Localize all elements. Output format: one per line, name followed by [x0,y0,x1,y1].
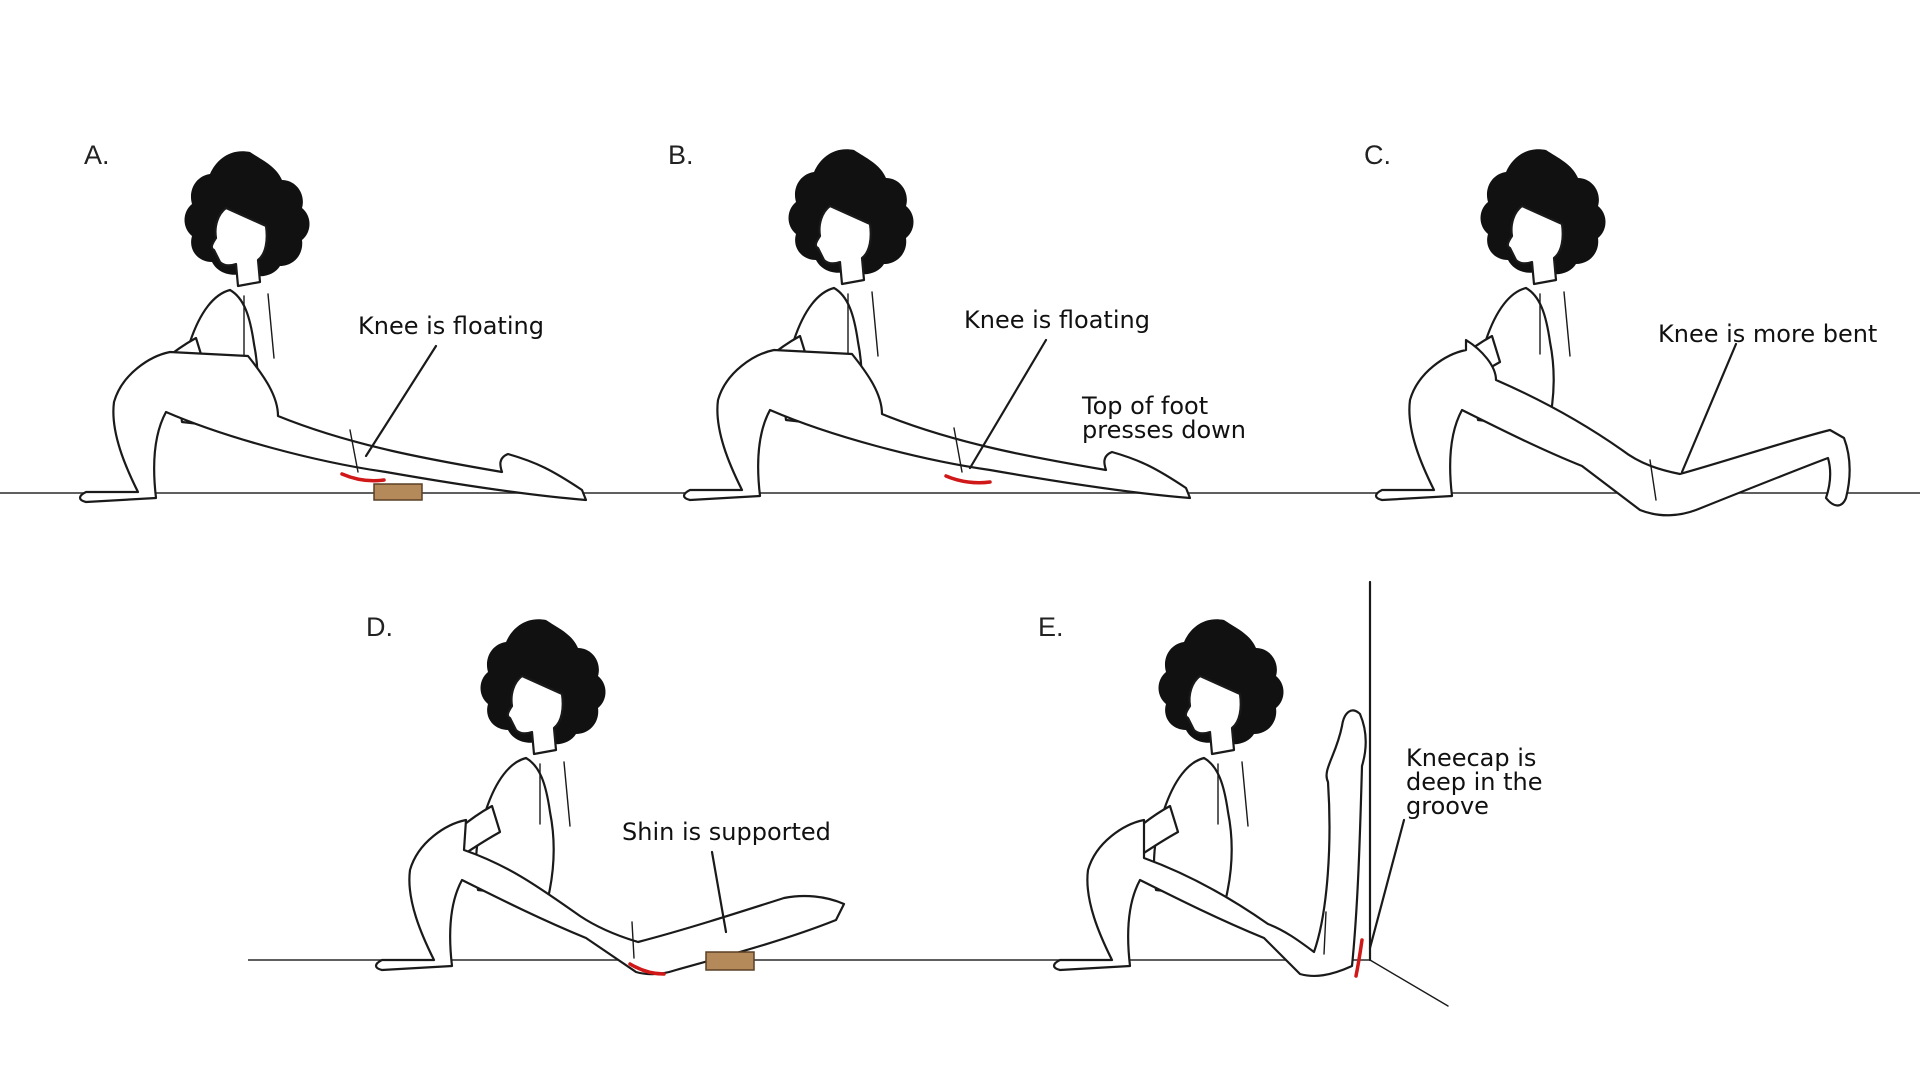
figure-e: Kneecap is deep in the groove [1052,580,1543,1007]
callout-e-deep-in-the: deep in the [1406,768,1543,796]
panel-letter-c: C. [1364,140,1391,170]
knee-pressure-mark-b [944,474,992,485]
callout-c-knee-more-bent: Knee is more bent [1658,320,1877,348]
yoga-block-icon-d [705,951,755,971]
callout-d-shin-supported: Shin is supported [622,818,831,846]
figure-d: Shin is supported [374,618,846,976]
callout-e-groove: groove [1406,792,1489,820]
figure-c: Knee is more bent [1374,148,1877,517]
knee-pressure-mark-a [340,472,386,483]
figure-a: Knee is floating [78,150,588,504]
panel-letter-a: A. [84,140,110,170]
knee-pressure-mark-e [1354,938,1364,978]
callout-b-presses-down: presses down [1082,416,1246,444]
callout-b-knee-floating: Knee is floating [964,306,1150,334]
panel-letter-b: B. [668,140,694,170]
panel-letter-d: D. [366,612,393,642]
knee-pressure-mark-d [628,962,666,976]
yoga-block-icon-a [373,483,423,501]
figure-b: Knee is floating Top of foot presses dow… [682,148,1246,502]
callout-a-knee-floating: Knee is floating [358,312,544,340]
callout-b-top-of-foot: Top of foot [1081,392,1208,420]
callout-e-kneecap-is: Kneecap is [1406,744,1536,772]
panel-letter-e: E. [1038,612,1064,642]
wall-floor-corner-e [1369,959,1449,1007]
